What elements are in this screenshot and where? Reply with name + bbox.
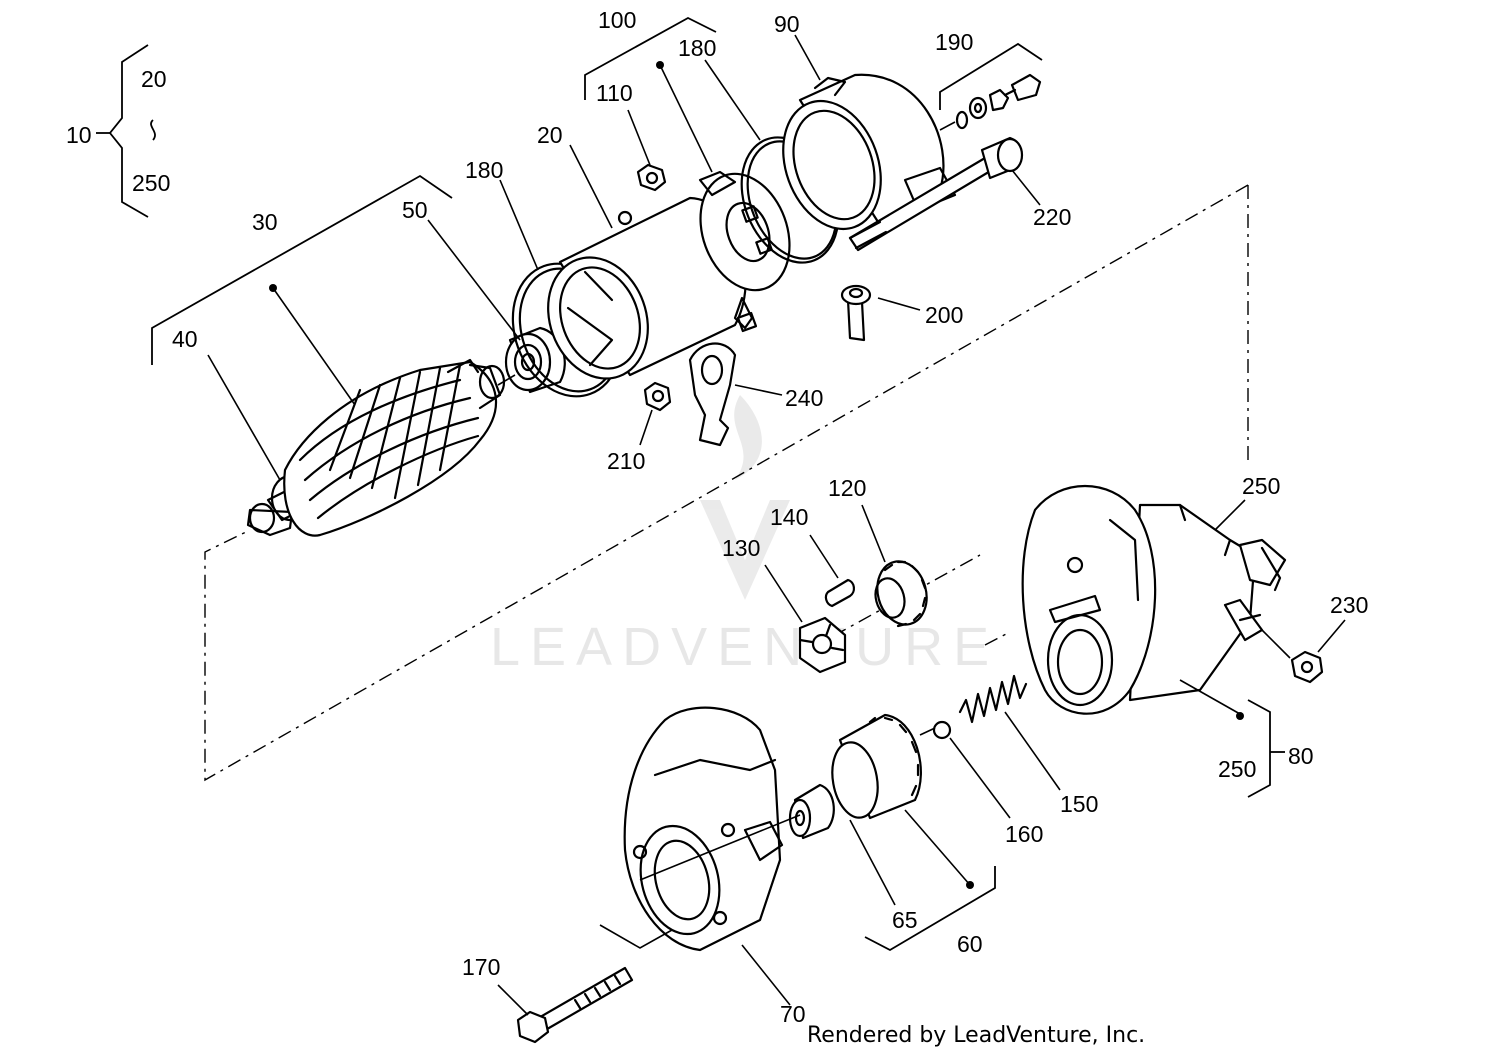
leader-20 xyxy=(569,144,613,229)
label-130: 130 xyxy=(722,535,760,561)
overrunning-clutch-part-60 xyxy=(788,713,922,840)
label-80: 80 xyxy=(1288,743,1314,769)
bracket-80 xyxy=(1247,699,1271,798)
leader-100 xyxy=(659,64,713,173)
leader-30 xyxy=(272,287,356,406)
leadventure-watermark-logo xyxy=(700,395,790,600)
label-60: 60 xyxy=(957,931,983,957)
leader-130 xyxy=(764,564,803,623)
label-250-top: 250 xyxy=(132,170,170,196)
label-140: 140 xyxy=(770,504,808,530)
leader-180-right xyxy=(704,59,761,141)
label-40: 40 xyxy=(172,326,198,352)
label-110: 110 xyxy=(596,80,633,106)
leader-70 xyxy=(741,944,791,1006)
leader-40 xyxy=(207,354,281,481)
leader-170 xyxy=(497,984,529,1016)
leader-60-dot xyxy=(904,809,971,886)
label-250-right: 250 xyxy=(1242,473,1280,499)
label-100: 100 xyxy=(598,7,636,33)
gear-holder-part-130 xyxy=(798,616,847,674)
leader-90 xyxy=(794,34,821,81)
magnetic-switch-housing-part-80 xyxy=(1021,484,1287,715)
bracket-190 xyxy=(939,42,1043,110)
leader-250-right xyxy=(1214,499,1246,531)
label-20-top: 20 xyxy=(141,66,167,92)
end-frame-part-90 xyxy=(782,73,957,231)
spring-part-150 xyxy=(958,674,1028,724)
label-200: 200 xyxy=(925,302,963,328)
leader-110 xyxy=(627,109,651,166)
leader-120 xyxy=(861,504,886,563)
alignment-line-230 xyxy=(1261,629,1291,659)
leader-230 xyxy=(1317,619,1346,653)
gear-part-120 xyxy=(874,560,928,628)
leader-150 xyxy=(1004,711,1061,791)
bolt-part-170 xyxy=(516,966,634,1044)
brush-holder-part-100 xyxy=(698,170,791,333)
alignment-line-160 xyxy=(919,727,936,736)
shift-lever-part-240 xyxy=(688,342,737,447)
pin-part-140 xyxy=(824,578,855,608)
assembly-dot-80 xyxy=(1236,712,1244,720)
label-10: 10 xyxy=(66,122,92,148)
label-120: 120 xyxy=(828,475,866,501)
leader-160 xyxy=(949,737,1011,819)
leader-210 xyxy=(639,409,653,446)
nut-part-110 xyxy=(636,163,667,192)
nut-part-210 xyxy=(643,381,672,412)
drive-housing-part-70 xyxy=(623,706,784,952)
leader-140 xyxy=(809,534,839,579)
bracket-30 xyxy=(151,174,453,365)
armature-part-40 xyxy=(246,358,506,537)
leader-190 xyxy=(939,121,956,131)
leader-180-left xyxy=(499,179,539,271)
bracket-100 xyxy=(584,16,717,100)
label-210: 210 xyxy=(607,448,645,474)
assembly-dot-60 xyxy=(966,881,974,889)
bracket-60 xyxy=(864,866,996,952)
axis-line-armature xyxy=(497,374,516,386)
label-250-bottom: 250 xyxy=(1218,756,1256,782)
label-20-mid: 20 xyxy=(537,122,563,148)
label-180-right: 180 xyxy=(678,35,716,61)
nut-part-230 xyxy=(1290,650,1324,684)
leader-220 xyxy=(1011,169,1041,206)
yoke-housing-part-20 xyxy=(547,196,754,380)
plunger-part-200 xyxy=(840,284,872,342)
steel-ball-part-160 xyxy=(932,720,952,740)
bracket-10 xyxy=(96,44,156,218)
label-150: 150 xyxy=(1060,791,1098,817)
label-180-left: 180 xyxy=(465,157,503,183)
label-160: 160 xyxy=(1005,821,1043,847)
label-30: 30 xyxy=(252,209,278,235)
label-65: 65 xyxy=(892,907,918,933)
leader-80-dot xyxy=(1179,679,1241,715)
leader-240 xyxy=(734,384,783,396)
label-90: 90 xyxy=(774,11,800,37)
label-230: 230 xyxy=(1330,592,1368,618)
label-220: 220 xyxy=(1033,204,1071,230)
label-50: 50 xyxy=(402,197,428,223)
render-credit: Rendered by LeadVenture, Inc. xyxy=(807,1023,1145,1048)
label-170: 170 xyxy=(462,954,500,980)
label-240: 240 xyxy=(785,385,823,411)
label-70: 70 xyxy=(780,1001,806,1027)
leader-65 xyxy=(849,819,896,906)
through-bolt-part-220 xyxy=(848,136,1024,252)
leader-50 xyxy=(427,219,521,341)
alignment-line-70 xyxy=(599,924,673,949)
watermark-text: LEADVENTURE xyxy=(490,617,999,677)
label-190: 190 xyxy=(935,29,973,55)
washer-nut-screw-part-190 xyxy=(955,73,1042,130)
leader-200 xyxy=(877,297,921,311)
axis-line-drive xyxy=(639,814,801,881)
